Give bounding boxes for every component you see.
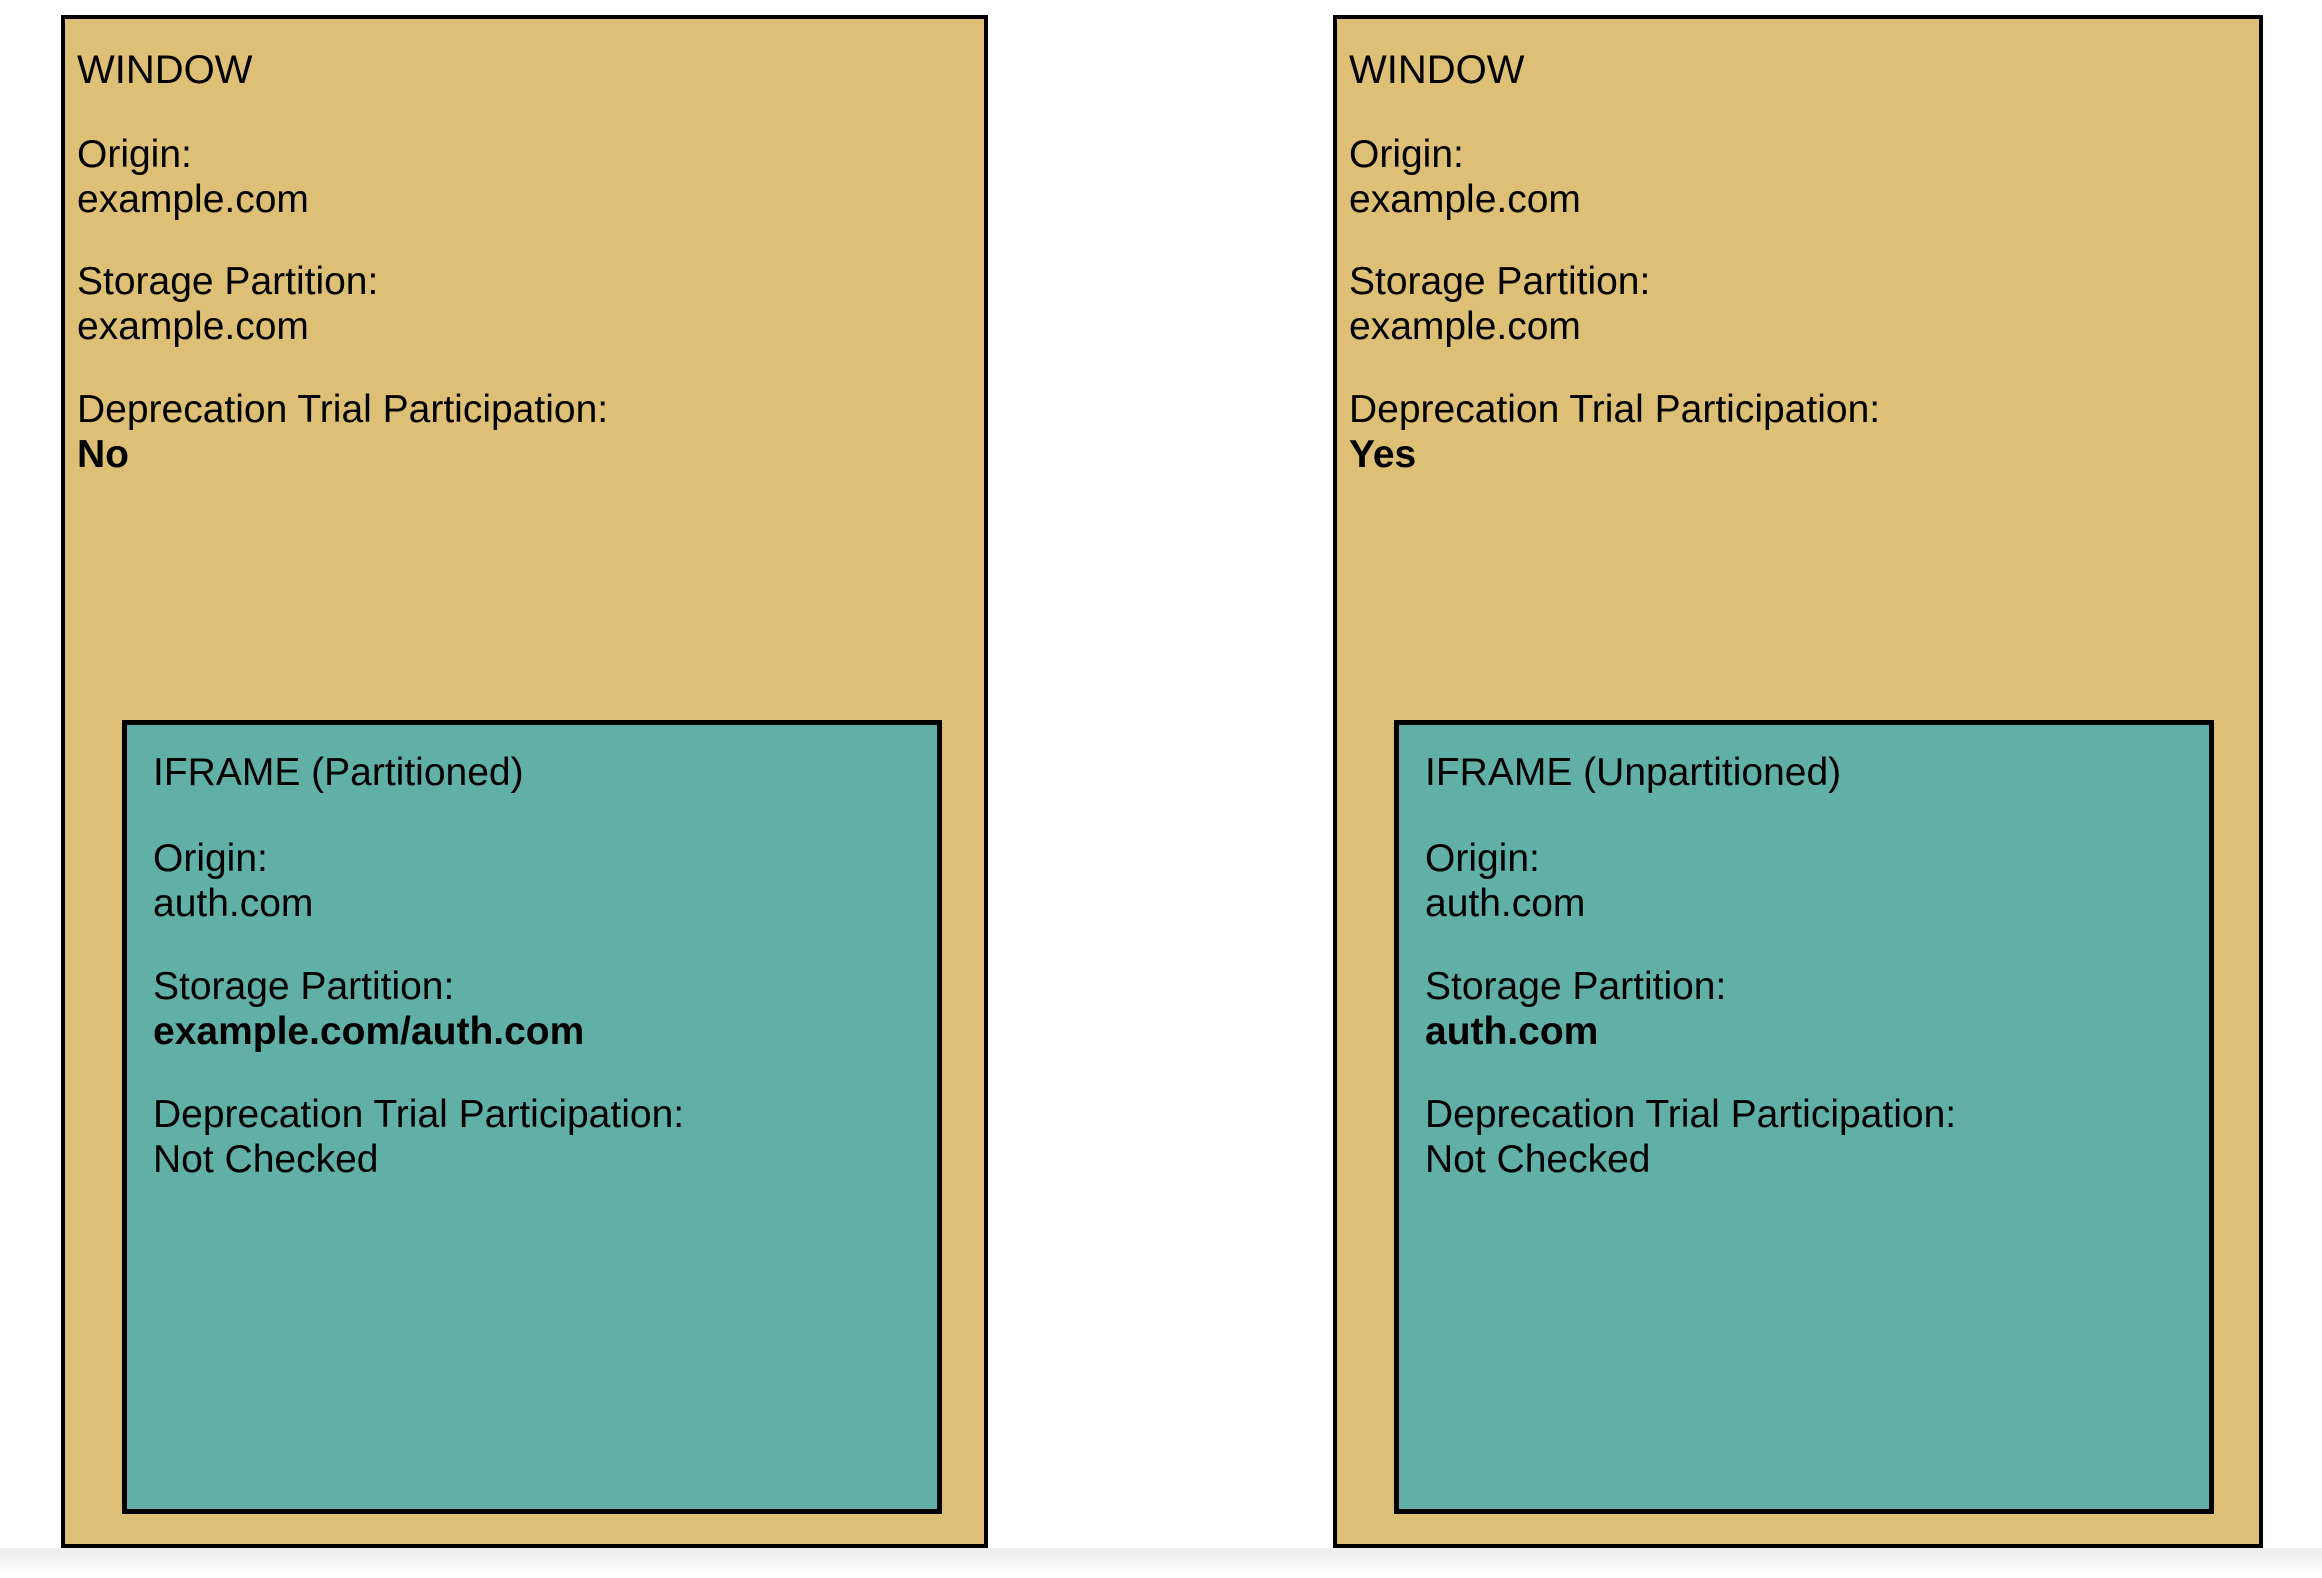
iframe-field-origin-value: auth.com: [1425, 882, 1586, 925]
iframe-field-origin: Origin: auth.com: [153, 836, 313, 926]
window-box-partitioned: WINDOW Origin: example.com Storage Parti…: [61, 15, 988, 1548]
window-field-storage-partition: Storage Partition: example.com: [1349, 259, 1650, 349]
window-field-storage-partition-label: Storage Partition:: [77, 260, 379, 303]
iframe-field-storage-partition-label: Storage Partition:: [1425, 965, 1727, 1008]
window-field-storage-partition-label: Storage Partition:: [1349, 260, 1651, 303]
window-field-storage-partition-value: example.com: [1349, 305, 1581, 348]
iframe-field-deprecation-trial-label: Deprecation Trial Participation:: [153, 1093, 685, 1136]
iframe-title: IFRAME (Partitioned): [153, 751, 524, 794]
window-title: WINDOW: [1349, 48, 1525, 92]
window-field-origin: Origin: example.com: [1349, 132, 1581, 222]
iframe-title: IFRAME (Unpartitioned): [1425, 751, 1842, 794]
window-field-deprecation-trial-value: Yes: [1349, 433, 1417, 476]
iframe-field-deprecation-trial-value: Not Checked: [153, 1138, 379, 1181]
iframe-field-storage-partition: Storage Partition: example.com/auth.com: [153, 964, 584, 1054]
window-field-storage-partition: Storage Partition: example.com: [77, 259, 378, 349]
iframe-field-deprecation-trial: Deprecation Trial Participation: Not Che…: [1425, 1092, 1956, 1182]
iframe-field-deprecation-trial-label: Deprecation Trial Participation:: [1425, 1093, 1957, 1136]
iframe-field-storage-partition-value: auth.com: [1425, 1010, 1599, 1053]
window-title: WINDOW: [77, 48, 253, 92]
iframe-field-storage-partition: Storage Partition: auth.com: [1425, 964, 1726, 1054]
iframe-field-origin-value: auth.com: [153, 882, 314, 925]
page-bottom-shadow: [0, 1548, 2322, 1578]
window-field-origin: Origin: example.com: [77, 132, 309, 222]
window-field-deprecation-trial: Deprecation Trial Participation: No: [77, 387, 608, 477]
window-field-storage-partition-value: example.com: [77, 305, 309, 348]
window-field-deprecation-trial-label: Deprecation Trial Participation:: [1349, 388, 1881, 431]
iframe-field-storage-partition-value: example.com/auth.com: [153, 1010, 585, 1053]
window-field-origin-value: example.com: [1349, 178, 1581, 221]
window-field-origin-label: Origin:: [77, 133, 192, 176]
window-field-deprecation-trial-label: Deprecation Trial Participation:: [77, 388, 609, 431]
iframe-field-deprecation-trial-value: Not Checked: [1425, 1138, 1651, 1181]
window-field-deprecation-trial: Deprecation Trial Participation: Yes: [1349, 387, 1880, 477]
iframe-field-storage-partition-label: Storage Partition:: [153, 965, 455, 1008]
iframe-field-deprecation-trial: Deprecation Trial Participation: Not Che…: [153, 1092, 684, 1182]
window-field-deprecation-trial-value: No: [77, 433, 129, 476]
iframe-field-origin: Origin: auth.com: [1425, 836, 1585, 926]
iframe-box-unpartitioned: IFRAME (Unpartitioned) Origin: auth.com …: [1394, 720, 2214, 1514]
iframe-field-origin-label: Origin:: [153, 837, 268, 880]
window-field-origin-value: example.com: [77, 178, 309, 221]
window-field-origin-label: Origin:: [1349, 133, 1464, 176]
iframe-field-origin-label: Origin:: [1425, 837, 1540, 880]
window-box-unpartitioned: WINDOW Origin: example.com Storage Parti…: [1333, 15, 2263, 1548]
iframe-box-partitioned: IFRAME (Partitioned) Origin: auth.com St…: [122, 720, 942, 1514]
